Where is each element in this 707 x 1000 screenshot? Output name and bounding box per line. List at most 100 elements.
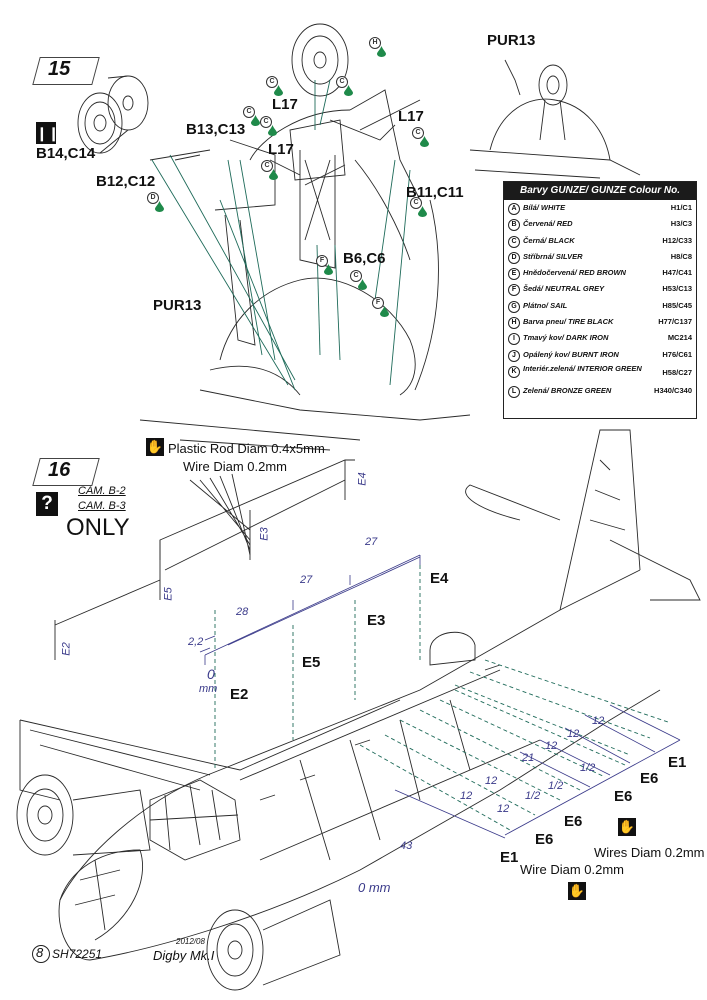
plastic-rod-note: Plastic Rod Diam 0.4x5mm bbox=[168, 441, 325, 456]
paint-drop-icon bbox=[418, 206, 427, 217]
colour-key: E bbox=[508, 268, 520, 281]
landing-gear bbox=[149, 89, 421, 346]
paint-drop-icon bbox=[269, 169, 278, 180]
colour-row: H Barva pneu/ TIRE BLACK H77/C137 bbox=[504, 314, 696, 330]
label-e6-bottom: E6 bbox=[535, 831, 554, 848]
dim-side: 21 bbox=[522, 752, 535, 764]
paint-drop-icon bbox=[155, 201, 164, 212]
page-number: 8 bbox=[36, 945, 44, 960]
colour-key: B bbox=[508, 219, 520, 232]
colour-code: H53/C13 bbox=[662, 284, 692, 294]
dim-side: 1/2 bbox=[525, 790, 541, 802]
dim-side: 12 bbox=[485, 775, 498, 787]
colour-name: Černá/ BLACK bbox=[523, 235, 575, 245]
colour-key-f-badge: F bbox=[372, 297, 384, 309]
colour-name: Opálený kov/ BURNT IRON bbox=[523, 349, 619, 359]
label-e5: E5 bbox=[302, 654, 321, 671]
colour-row: C Černá/ BLACK H12/C33 bbox=[504, 233, 696, 249]
colour-row: K Interiér.zelená/ INTERIOR GREEN H58/C2… bbox=[504, 363, 696, 383]
wire-top-note: Wire Diam 0.2mm bbox=[183, 459, 288, 474]
label-pur13-top: PUR13 bbox=[487, 32, 536, 49]
step-15-number: 15 bbox=[48, 58, 71, 80]
question-icon: ? bbox=[36, 492, 58, 516]
small-label-e5: E5 bbox=[162, 587, 175, 601]
paint-drop-icon bbox=[420, 136, 429, 147]
colour-code: H58/C27 bbox=[662, 367, 692, 377]
colour-table-title: Barvy GUNZE/ GUNZE Colour No. bbox=[504, 182, 696, 200]
colour-code: H340/C340 bbox=[654, 385, 692, 395]
dim-27a: 27 bbox=[365, 536, 378, 548]
colour-code: H3/C3 bbox=[670, 219, 692, 229]
camouflage-note-1: CAM. B-2 bbox=[78, 485, 126, 497]
colour-key: G bbox=[508, 300, 520, 313]
label-b12-c12: B12,C12 bbox=[96, 173, 156, 190]
colour-code: H77/C137 bbox=[658, 317, 692, 327]
colour-name: Tmavý kov/ DARK IRON bbox=[523, 333, 609, 343]
label-e6-r1: E6 bbox=[640, 770, 659, 787]
paint-drop-icon bbox=[324, 264, 333, 275]
dim-side: 12 bbox=[460, 790, 473, 802]
step-16-number: 16 bbox=[48, 459, 71, 481]
colour-name: Červená/ RED bbox=[523, 219, 573, 229]
colour-key-c-badge: C bbox=[243, 106, 255, 118]
print-date: 2012/08 bbox=[176, 937, 205, 946]
colour-row: I Tmavý kov/ DARK IRON MC214 bbox=[504, 330, 696, 346]
small-label-e2: E2 bbox=[60, 642, 73, 656]
colour-key-d-badge: D bbox=[147, 192, 159, 204]
main-wheel bbox=[291, 23, 349, 97]
label-b13-c13: B13,C13 bbox=[186, 121, 246, 138]
zero-mm-label: 0 mm bbox=[358, 880, 391, 895]
colour-code: H85/C45 bbox=[662, 300, 692, 310]
paint-drop-icon bbox=[251, 115, 260, 126]
colour-row: E Hnědočervená/ RED BROWN H47/C41 bbox=[504, 265, 696, 281]
label-b11-c11: B11,C11 bbox=[406, 184, 464, 201]
colour-row: B Červená/ RED H3/C3 bbox=[504, 216, 696, 232]
colour-name: Šedá/ NEUTRAL GREY bbox=[523, 284, 605, 294]
label-e6-r3: E6 bbox=[564, 813, 583, 830]
label-e1-right: E1 bbox=[668, 754, 687, 771]
product-code: SH72251 bbox=[52, 947, 103, 961]
colour-row: F Šedá/ NEUTRAL GREY H53/C13 bbox=[504, 281, 696, 297]
colour-key: H bbox=[508, 317, 520, 330]
label-pur13-mid: PUR13 bbox=[153, 297, 202, 314]
paint-drop-icon bbox=[274, 85, 283, 96]
colour-key: L bbox=[508, 385, 520, 398]
paint-drop-icon bbox=[268, 125, 277, 136]
paint-drop-icon bbox=[380, 306, 389, 317]
colour-key: K bbox=[508, 365, 520, 378]
only-note: ONLY bbox=[66, 514, 130, 541]
label-e2: E2 bbox=[230, 686, 249, 703]
colour-code: H47/C41 bbox=[662, 268, 692, 278]
colour-key: D bbox=[508, 251, 520, 264]
antenna-assembly bbox=[54, 459, 355, 660]
dim-27b: 27 bbox=[300, 574, 313, 586]
model-name: Digby Mk.I bbox=[153, 948, 215, 963]
colour-name: Stříbrná/ SILVER bbox=[523, 251, 583, 261]
wire-diam-note: Wire Diam 0.2mm bbox=[520, 862, 625, 877]
colour-key-c-badge: C bbox=[261, 160, 273, 172]
colour-key-c-badge: C bbox=[350, 270, 362, 282]
dim-mm: mm bbox=[199, 683, 218, 695]
aircraft-outline bbox=[16, 429, 701, 991]
colour-code: H8/C8 bbox=[670, 251, 692, 261]
colour-row: D Stříbrná/ SILVER H8/C8 bbox=[504, 249, 696, 265]
small-label-e3: E3 bbox=[258, 527, 271, 541]
dim-0: 0 bbox=[207, 666, 215, 682]
dim-28: 28 bbox=[236, 606, 249, 618]
dim-43: 43 bbox=[400, 840, 413, 852]
camouflage-note-2: CAM. B-3 bbox=[78, 500, 126, 512]
page-number-circle bbox=[32, 945, 50, 963]
dim-side: 1/2 bbox=[548, 780, 564, 792]
colour-code: H1/C1 bbox=[670, 203, 692, 212]
paint-drop-icon bbox=[344, 85, 353, 96]
hand-icon: ✋ bbox=[146, 438, 164, 456]
hand-icon: ✋ bbox=[568, 882, 586, 900]
paint-drop-icon bbox=[358, 279, 367, 290]
colour-name: Zelená/ BRONZE GREEN bbox=[523, 385, 612, 395]
colour-key-c-badge: C bbox=[410, 197, 422, 209]
colour-row: A Bílá/ WHITE H1/C1 bbox=[504, 200, 696, 216]
colour-row: G Plátno/ SAIL H85/C45 bbox=[504, 298, 696, 314]
colour-key: A bbox=[508, 203, 520, 215]
label-b6-c6: B6,C6 bbox=[343, 250, 386, 267]
